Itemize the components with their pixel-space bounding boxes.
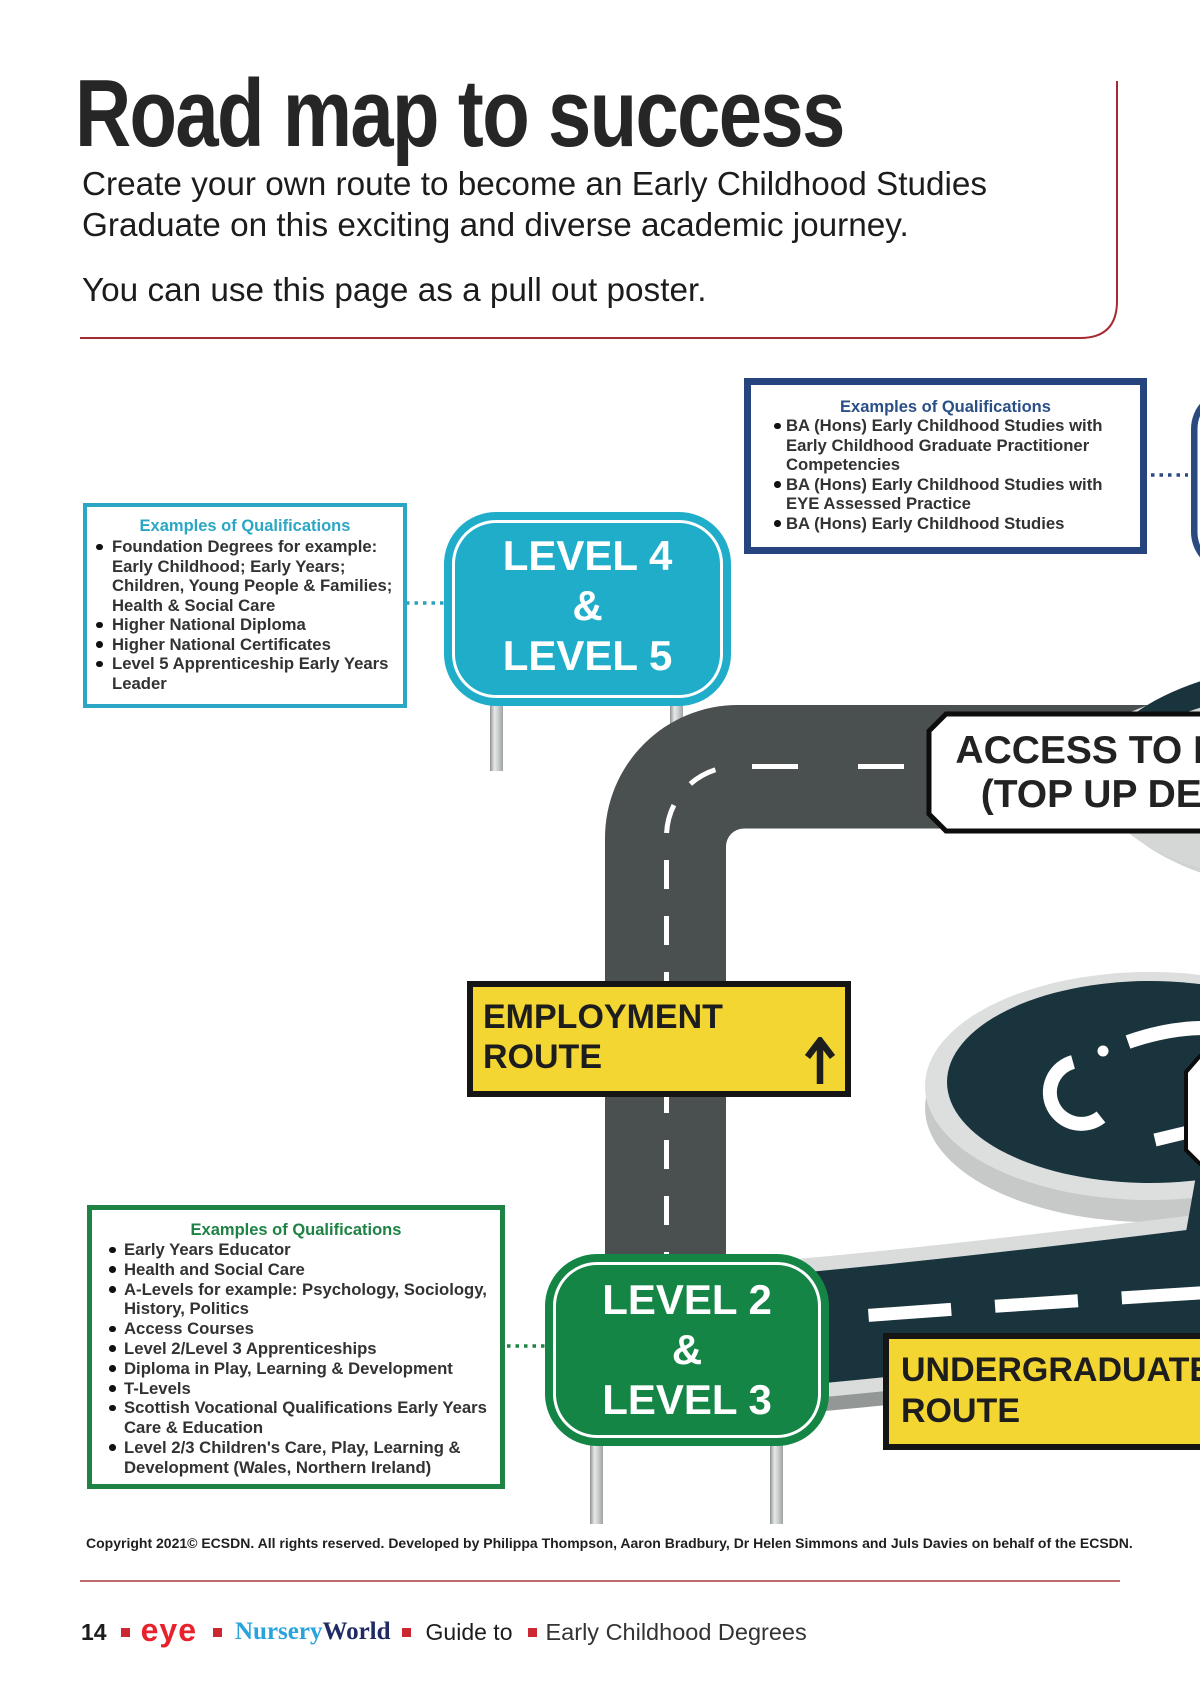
- svg-text:(TOP UP DEGREE): (TOP UP DEGREE): [981, 773, 1200, 816]
- svg-text:ACCESS TO LEVEL 6: ACCESS TO LEVEL 6: [955, 729, 1200, 772]
